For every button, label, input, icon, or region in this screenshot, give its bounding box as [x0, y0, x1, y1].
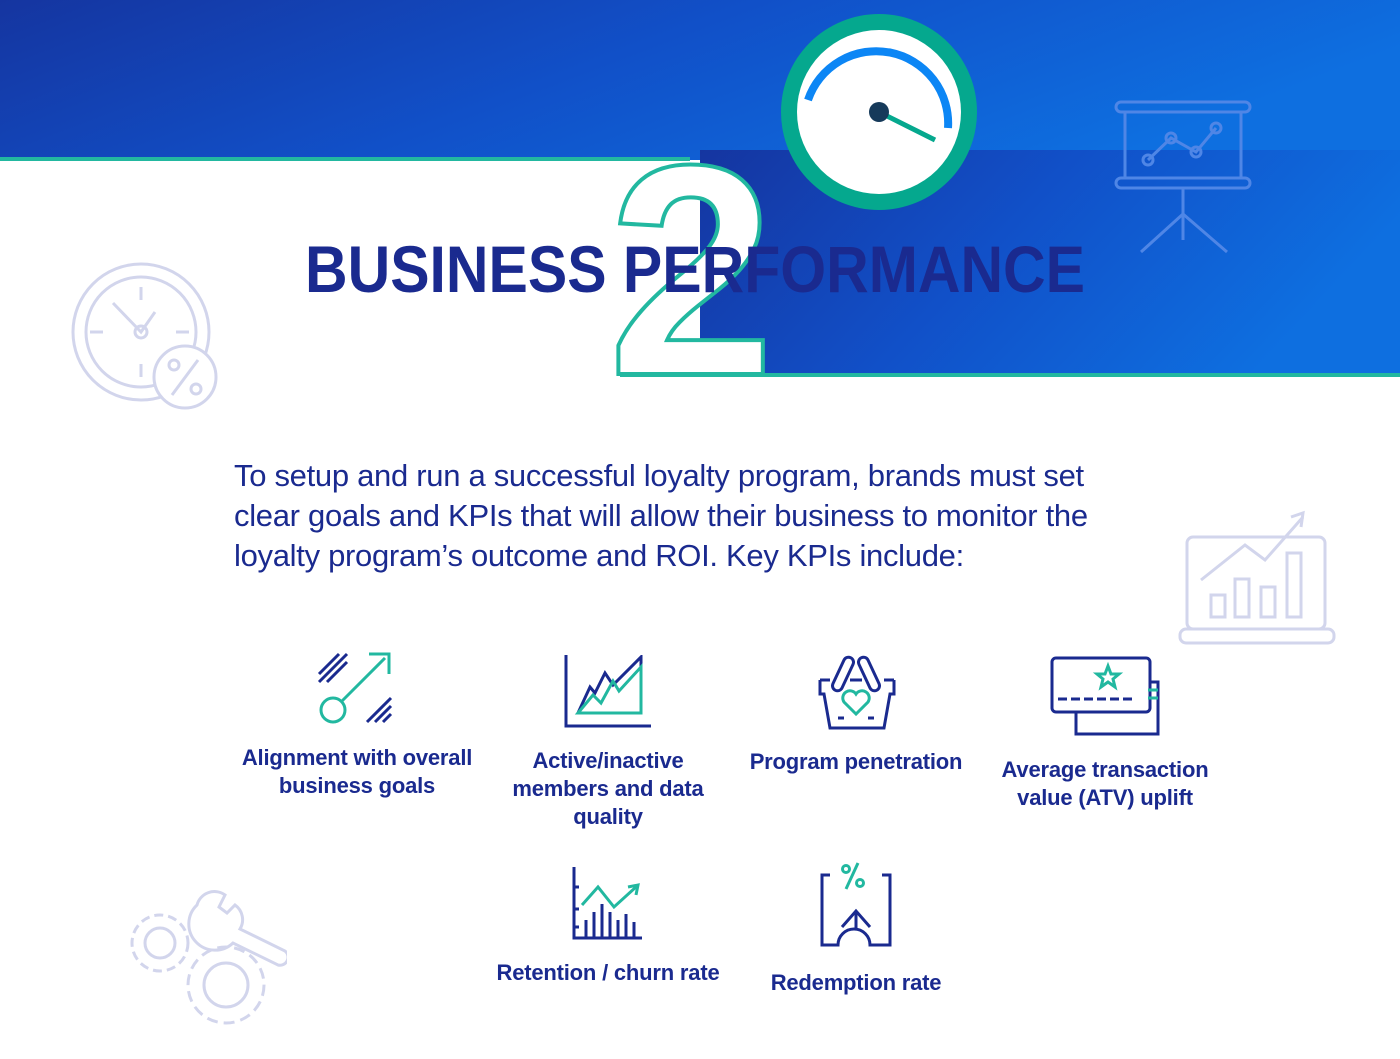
- header-banner: 2 BUSINESS PERFORMANCE: [0, 0, 1400, 420]
- page-title: BUSINESS PERFORMANCE: [305, 232, 1085, 306]
- bar-trend-chart-icon: [572, 867, 642, 940]
- area-chart-icon: [564, 655, 651, 728]
- kpi-alignment: Alignment with overall business goals: [237, 650, 477, 800]
- kpi-program-penetration: Program penetration: [736, 654, 976, 776]
- laptop-chart-icon: [1178, 510, 1336, 645]
- intro-line: loyalty program’s outcome and ROI. Key K…: [234, 538, 964, 573]
- intro-line: To setup and run a successful loyalty pr…: [234, 458, 1084, 493]
- kpi-label: Average transaction value (ATV) uplift: [1001, 757, 1209, 810]
- section-number: 2: [608, 102, 775, 420]
- kpi-active-members: Active/inactive members and data quality: [488, 655, 728, 831]
- basket-heart-icon: [818, 655, 896, 730]
- loyalty-card-icon: [1050, 656, 1160, 736]
- kpi-label: Redemption rate: [770, 970, 942, 995]
- kpi-atv-uplift: Average transaction value (ATV) uplift: [985, 656, 1225, 812]
- kpi-label: Active/inactive members and data quality: [512, 748, 704, 829]
- intro-paragraph: To setup and run a successful loyalty pr…: [234, 456, 1088, 576]
- kpi-label: Program penetration: [749, 749, 963, 774]
- redemption-percent-icon: [820, 862, 892, 947]
- kpi-retention-churn: Retention / churn rate: [488, 867, 728, 987]
- gears-wrench-icon: [130, 890, 287, 1025]
- intro-line: clear goals and KPIs that will allow the…: [234, 498, 1088, 533]
- kpi-label: Retention / churn rate: [496, 960, 720, 985]
- kpi-redemption-rate: Redemption rate: [736, 861, 976, 997]
- target-arrow-icon: [317, 652, 393, 724]
- clock-percent-icon: [71, 262, 218, 410]
- speedometer-icon: [781, 14, 977, 210]
- presentation-board-icon: [1114, 100, 1252, 254]
- kpi-label: Alignment with overall business goals: [241, 745, 473, 798]
